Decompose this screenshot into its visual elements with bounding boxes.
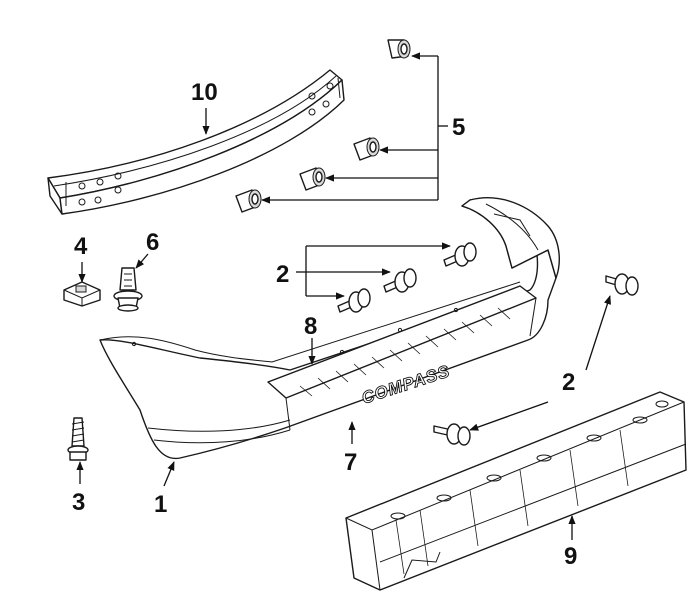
push-nut — [235, 189, 262, 213]
callout-2-upper: 2 — [276, 261, 289, 288]
leader-lines — [76, 52, 611, 540]
absorber-pockets — [390, 400, 669, 520]
callout-9: 9 — [564, 543, 577, 570]
push-nut-group — [235, 39, 411, 213]
push-pin-retainer — [605, 273, 639, 296]
bumper-cover: COMPASS — [99, 197, 560, 460]
push-nut — [299, 167, 326, 191]
callout-5: 5 — [452, 114, 465, 141]
bar-holes — [78, 82, 334, 206]
push-nut — [387, 39, 411, 59]
clip — [63, 281, 101, 307]
push-pin-retainer — [383, 268, 417, 293]
callout-4: 4 — [74, 233, 88, 260]
callout-6: 6 — [146, 229, 159, 256]
push-nut — [353, 137, 380, 161]
callout-labels: 10 5 4 6 2 8 2 7 1 3 9 — [72, 79, 577, 570]
callout-8: 8 — [304, 313, 317, 340]
push-pin-retainer — [337, 288, 371, 313]
callout-7: 7 — [344, 449, 357, 476]
step-pad-ribs — [299, 307, 511, 397]
callout-2-lower: 2 — [562, 369, 575, 396]
retainer-group-lower — [433, 273, 639, 446]
reinforcement-bar — [47, 69, 345, 215]
push-pin-fastener — [113, 267, 143, 312]
callout-1: 1 — [154, 491, 167, 518]
energy-absorber — [345, 391, 687, 591]
absorber-ribs — [395, 429, 629, 575]
screw — [67, 417, 89, 461]
callout-3: 3 — [72, 489, 85, 516]
callout-10: 10 — [191, 79, 218, 106]
push-pin-retainer — [443, 242, 477, 267]
push-pin-retainer — [433, 423, 471, 446]
retainer-group-upper — [337, 242, 477, 313]
